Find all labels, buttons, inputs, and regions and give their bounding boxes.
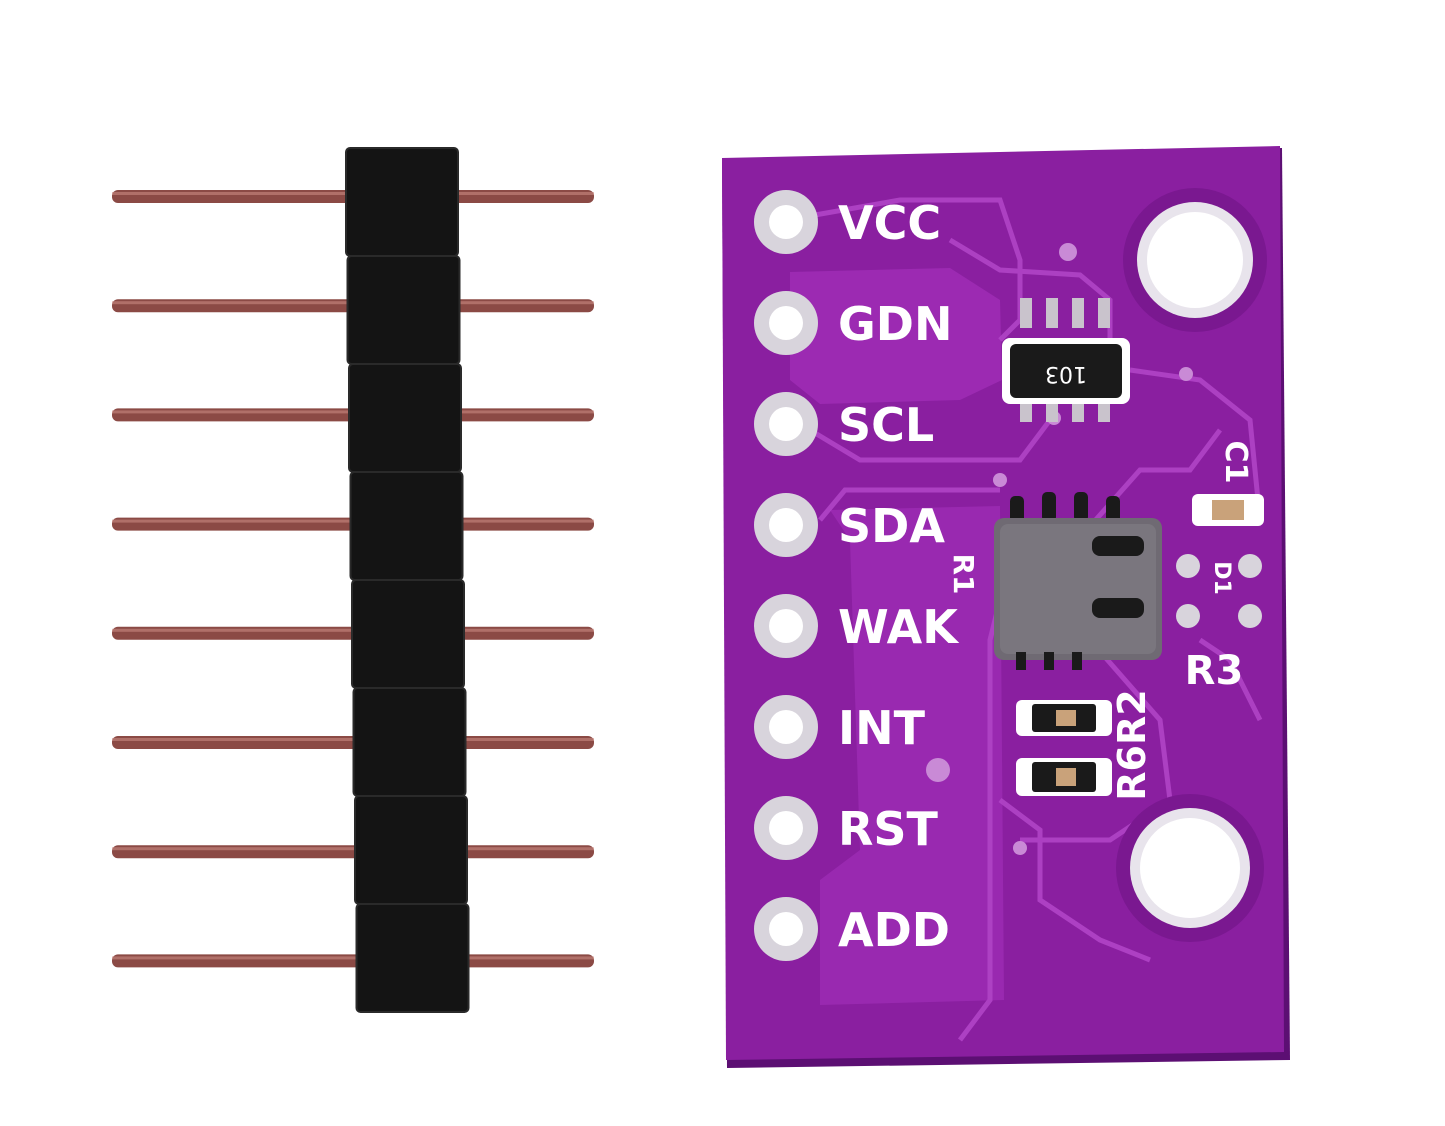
header-segment — [354, 795, 468, 905]
pin-label: SCL — [838, 398, 934, 452]
pin-pad-hole — [769, 407, 803, 441]
pin-label: GDN — [838, 297, 952, 351]
header-pin — [112, 954, 594, 968]
pin-pad-hole — [769, 205, 803, 239]
pin-pads: VCC GDN SCL SDA WAK INT RST ADD — [754, 190, 960, 961]
resistor-array: 103 — [1002, 298, 1130, 422]
pin-pad-hole — [769, 811, 803, 845]
sensor-chip — [994, 492, 1162, 670]
header-segment — [352, 687, 467, 797]
r6r2-label: R6R2 — [1110, 689, 1154, 800]
pin-pad-hole — [769, 609, 803, 643]
pour-gnd — [790, 268, 1002, 404]
mounting-hole-bottom — [1116, 794, 1264, 942]
diode-label: D1 — [1209, 561, 1234, 595]
pin-header-icon — [112, 147, 594, 1013]
header-segment — [355, 903, 470, 1013]
pin-pad-hole — [769, 710, 803, 744]
pin-pad-hole — [769, 912, 803, 946]
pin-label: RST — [838, 802, 939, 856]
pin-pad-hole — [769, 508, 803, 542]
header-segment — [349, 471, 464, 581]
header-segment — [348, 363, 462, 473]
pin-label: ADD — [838, 903, 950, 957]
header-segment — [346, 255, 461, 365]
header-segment — [345, 147, 459, 257]
diode-d1: D1 — [1176, 554, 1262, 628]
header-segment — [351, 579, 465, 689]
mounting-hole-top — [1123, 188, 1267, 332]
header-plastic — [345, 147, 470, 1013]
pour-lower — [820, 506, 1004, 1005]
r1-label: R1 — [947, 553, 980, 594]
pin-highlight — [112, 847, 594, 851]
pin-pad-hole — [769, 306, 803, 340]
capacitor-c1: C1 — [1192, 441, 1264, 526]
pin-label: INT — [838, 701, 926, 755]
pin-highlight — [112, 956, 594, 960]
r3-label: R3 — [1185, 648, 1244, 694]
pin-label: WAK — [838, 600, 960, 654]
pin-label: VCC — [838, 196, 941, 250]
resistor-r2 — [1016, 758, 1112, 796]
header-pin — [112, 845, 594, 859]
sensor-breakout-board-icon: VCC GDN SCL SDA WAK INT RST ADD 103 — [722, 146, 1290, 1068]
capacitor-label: C1 — [1218, 441, 1253, 484]
pin-label: SDA — [838, 499, 945, 553]
resistor-array-label: 103 — [1045, 361, 1087, 386]
resistor-r6 — [1016, 700, 1112, 736]
